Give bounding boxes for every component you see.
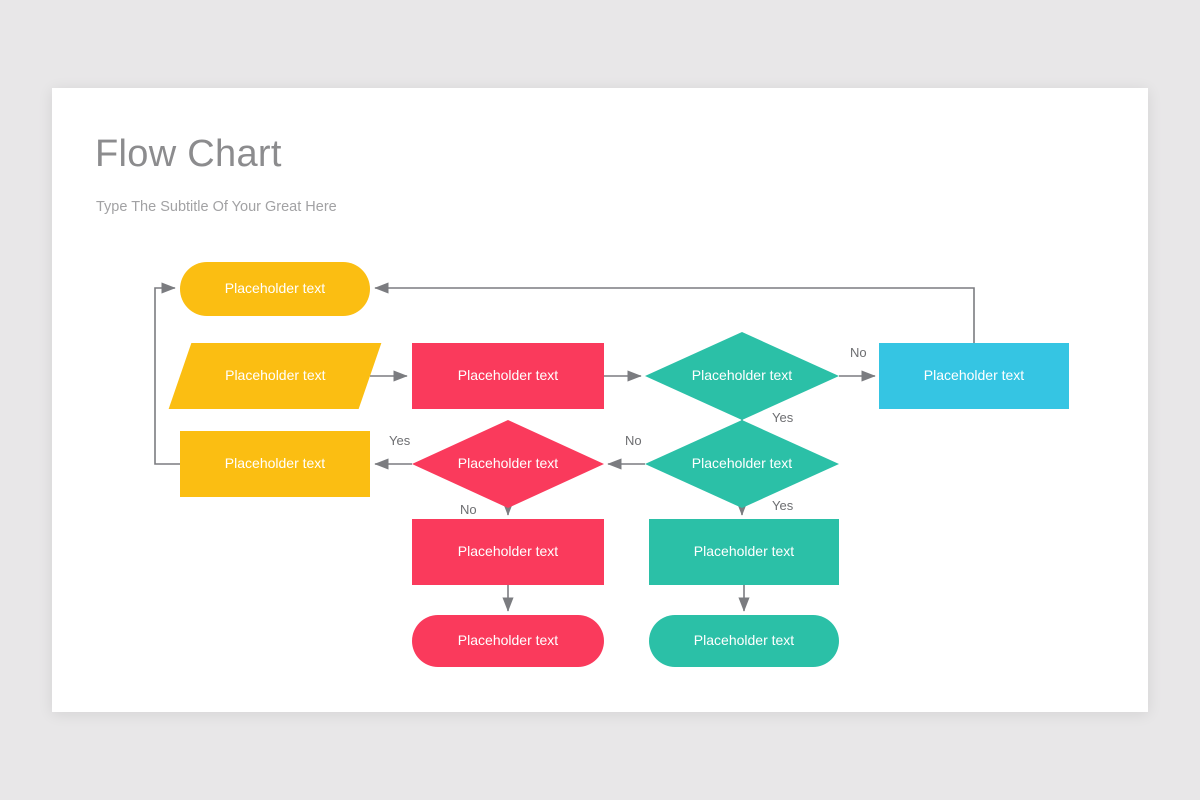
edge-n5-n1 (374, 282, 975, 343)
edge-label-yes-1: Yes (772, 410, 794, 425)
node-n10[interactable]: Placeholder text (649, 519, 839, 585)
node-n11[interactable]: Placeholder text (412, 615, 604, 667)
node-label: Placeholder text (457, 367, 559, 384)
node-label: Placeholder text (693, 632, 795, 649)
edge-label-no-2: No (625, 433, 642, 448)
edge-label-yes-2: Yes (389, 433, 411, 448)
node-label: Placeholder text (224, 280, 326, 297)
node-label: Placeholder text (457, 632, 559, 649)
connector-layer (154, 282, 975, 612)
node-n6[interactable]: Placeholder text (180, 431, 370, 497)
page-title: Flow Chart (95, 133, 282, 175)
edge-label-no-1: No (850, 345, 867, 360)
page-subtitle: Type The Subtitle Of Your Great Here (96, 199, 337, 215)
edge-n6-n1 (154, 282, 180, 465)
node-label: Placeholder text (224, 367, 326, 384)
slide-card: Flow Chart Type The Subtitle Of Your Gre… (52, 88, 1148, 712)
flowchart-diagram: Placeholder text Placeholder text Placeh… (52, 88, 1148, 712)
node-n3[interactable]: Placeholder text (412, 343, 604, 409)
node-n8[interactable]: Placeholder text (645, 420, 839, 508)
node-label: Placeholder text (693, 543, 795, 560)
edge-label-yes-3: Yes (772, 498, 794, 513)
node-n9[interactable]: Placeholder text (412, 519, 604, 585)
node-n2[interactable]: Placeholder text (168, 343, 382, 409)
diamond-shape (645, 332, 839, 420)
diamond-shape (412, 420, 604, 508)
node-n1[interactable]: Placeholder text (180, 262, 370, 316)
node-label: Placeholder text (224, 455, 326, 472)
diamond-shape (645, 420, 839, 508)
edge-label-no-3: No (460, 502, 477, 517)
node-n7[interactable]: Placeholder text (412, 420, 604, 508)
node-label: Placeholder text (457, 543, 559, 560)
node-n4[interactable]: Placeholder text (645, 332, 839, 420)
node-n12[interactable]: Placeholder text (649, 615, 839, 667)
node-n5[interactable]: Placeholder text (879, 343, 1069, 409)
node-label: Placeholder text (923, 367, 1025, 384)
